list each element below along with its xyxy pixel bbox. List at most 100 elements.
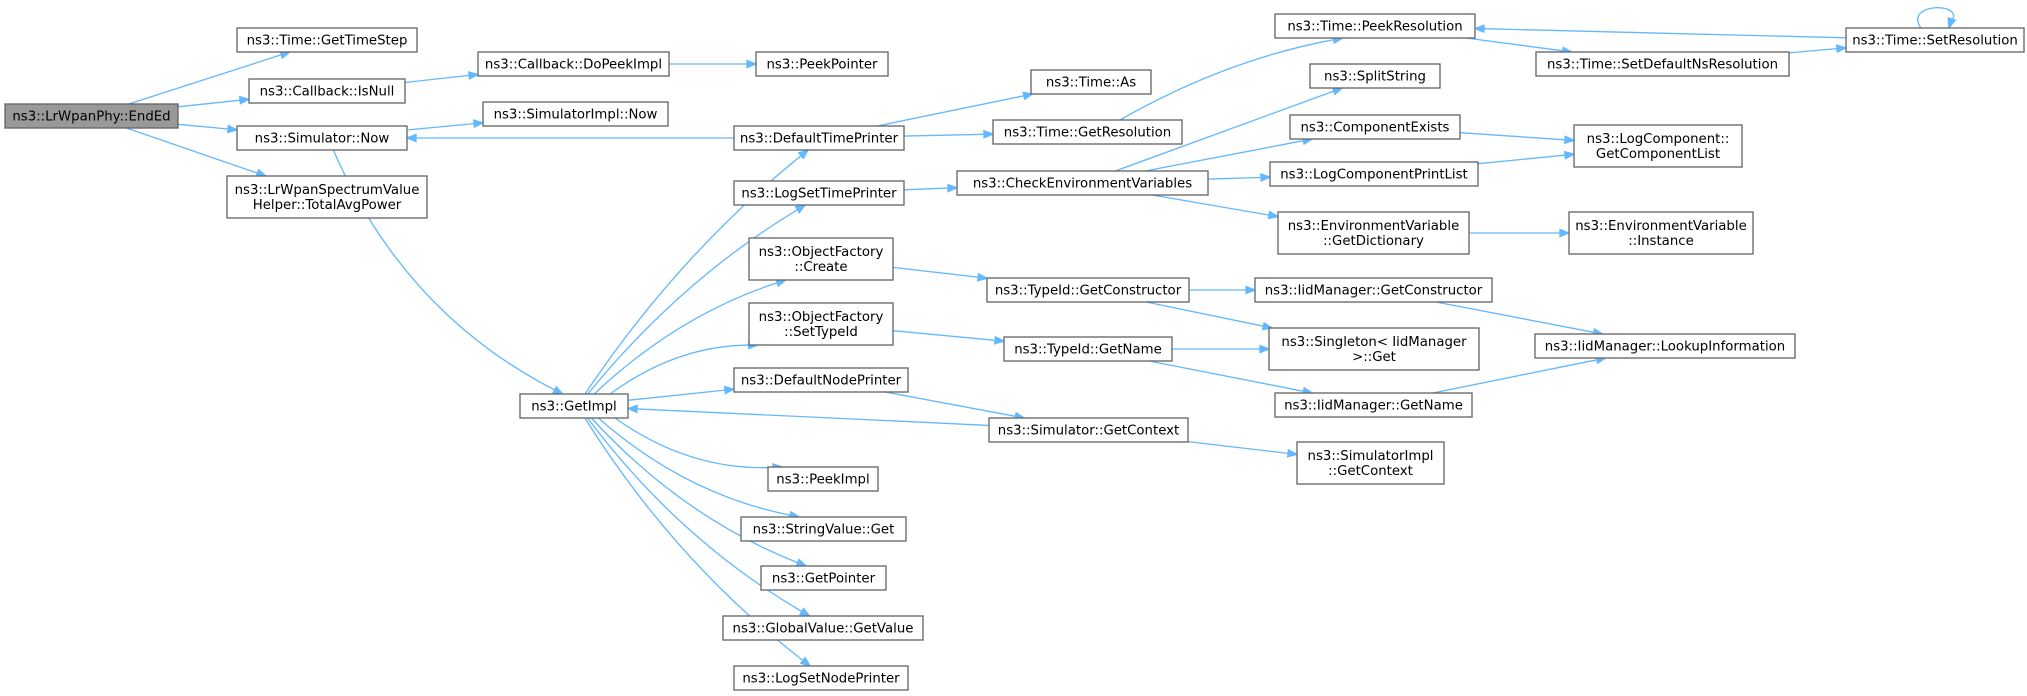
node-defaultTimePrinter[interactable]: ns3::DefaultTimePrinter xyxy=(733,125,905,151)
node-timeSetResolution[interactable]: ns3::Time::SetResolution xyxy=(1845,27,2025,53)
node-getTimeStep[interactable]: ns3::Time::GetTimeStep xyxy=(236,27,418,53)
node-box[interactable] xyxy=(733,367,909,393)
node-iidLookupInformation[interactable]: ns3::IidManager::LookupInformation xyxy=(1534,333,1796,359)
node-envVarGetDictionary[interactable]: ns3::EnvironmentVariable::GetDictionary xyxy=(1277,211,1470,255)
node-typeIdGetConstructor[interactable]: ns3::TypeId::GetConstructor xyxy=(986,277,1190,303)
node-getPointer[interactable]: ns3::GetPointer xyxy=(760,565,887,591)
edge-line xyxy=(892,266,979,278)
node-box[interactable] xyxy=(1845,27,2025,53)
node-componentExists[interactable]: ns3::ComponentExists xyxy=(1289,114,1461,140)
node-label: ns3::Time::GetResolution xyxy=(1004,126,1171,141)
edge-getImpl-to-globalValueGetValue xyxy=(586,417,812,617)
node-box[interactable] xyxy=(1269,161,1479,187)
node-box[interactable] xyxy=(733,665,909,691)
node-box[interactable] xyxy=(248,78,406,104)
node-box[interactable] xyxy=(1534,333,1796,359)
node-timePeekResolution[interactable]: ns3::Time::PeekResolution xyxy=(1274,13,1476,39)
node-box[interactable] xyxy=(1289,114,1461,140)
node-box[interactable] xyxy=(767,466,879,492)
node-box[interactable] xyxy=(760,565,887,591)
edge-getImpl-to-defaultNodePrinter xyxy=(627,385,736,401)
node-timeSetDefaultNsResolution[interactable]: ns3::Time::SetDefaultNsResolution xyxy=(1535,51,1790,77)
node-doPeekImpl[interactable]: ns3::Callback::DoPeekImpl xyxy=(477,51,670,77)
node-box[interactable] xyxy=(1274,392,1473,418)
edge-line xyxy=(1145,140,1304,172)
edge-line xyxy=(177,99,241,108)
node-box[interactable] xyxy=(236,27,418,53)
node-box[interactable] xyxy=(733,180,905,206)
node-iidGetConstructor[interactable]: ns3::IidManager::GetConstructor xyxy=(1254,277,1493,303)
node-box[interactable] xyxy=(1573,124,1743,168)
node-label: ns3::TypeId::GetConstructor xyxy=(995,284,1182,299)
node-simImplNow[interactable]: ns3::SimulatorImpl::Now xyxy=(482,101,669,127)
node-isNull[interactable]: ns3::Callback::IsNull xyxy=(248,78,406,104)
node-box[interactable] xyxy=(4,103,179,129)
node-logComponentGetComponentList[interactable]: ns3::LogComponent::GetComponentList xyxy=(1573,124,1743,168)
node-simGetContext[interactable]: ns3::Simulator::GetContext xyxy=(988,417,1189,443)
node-singletonGet[interactable]: ns3::Singleton< IidManager >::Get xyxy=(1268,327,1480,371)
node-box[interactable] xyxy=(1309,63,1441,89)
node-simImplGetContext[interactable]: ns3::SimulatorImpl::GetContext xyxy=(1296,441,1445,485)
node-box[interactable] xyxy=(755,51,889,77)
node-box[interactable] xyxy=(722,615,924,641)
edge-arrowhead xyxy=(1245,285,1257,295)
node-box[interactable] xyxy=(986,277,1190,303)
node-box[interactable] xyxy=(956,170,1209,196)
node-label: ns3::SimulatorImpl::Now xyxy=(494,108,658,123)
node-box[interactable] xyxy=(1296,441,1445,485)
node-getImpl[interactable]: ns3::GetImpl xyxy=(519,393,629,419)
edge-arrowhead xyxy=(746,59,758,69)
node-peekImpl[interactable]: ns3::PeekImpl xyxy=(767,466,879,492)
node-iidGetName[interactable]: ns3::IidManager::GetName xyxy=(1274,392,1473,418)
node-box[interactable] xyxy=(1535,51,1790,77)
node-box[interactable] xyxy=(236,125,408,151)
node-box[interactable] xyxy=(1254,277,1493,303)
edge-line xyxy=(1917,7,1955,29)
node-box[interactable] xyxy=(477,51,670,77)
node-box[interactable] xyxy=(1568,211,1754,255)
edge-line xyxy=(1187,440,1289,455)
node-logSetNodePrinter[interactable]: ns3::LogSetNodePrinter xyxy=(733,665,909,691)
node-box[interactable] xyxy=(1277,211,1470,255)
node-box[interactable] xyxy=(1268,327,1480,371)
node-logSetTimePrinter[interactable]: ns3::LogSetTimePrinter xyxy=(733,180,905,206)
node-endEd[interactable]: ns3::LrWpanPhy::EndEd xyxy=(4,103,179,129)
edge-arrowhead xyxy=(993,335,1006,345)
node-box[interactable] xyxy=(748,237,894,281)
node-defaultNodePrinter[interactable]: ns3::DefaultNodePrinter xyxy=(733,367,909,393)
node-typeIdGetName[interactable]: ns3::TypeId::GetName xyxy=(1003,336,1173,362)
node-label: ns3::Simulator::Now xyxy=(255,132,390,147)
node-box[interactable] xyxy=(740,516,907,542)
node-box[interactable] xyxy=(992,119,1183,145)
node-stringValueGet[interactable]: ns3::StringValue::Get xyxy=(740,516,907,542)
node-globalValueGetValue[interactable]: ns3::GlobalValue::GetValue xyxy=(722,615,924,641)
node-box[interactable] xyxy=(988,417,1189,443)
node-simNow[interactable]: ns3::Simulator::Now xyxy=(236,125,408,151)
edge-typeIdGetName-to-singletonGet xyxy=(1172,344,1271,354)
edge-line xyxy=(128,54,282,105)
node-box[interactable] xyxy=(733,125,905,151)
node-box[interactable] xyxy=(1030,69,1152,95)
node-timeGetResolution[interactable]: ns3::Time::GetResolution xyxy=(992,119,1183,145)
node-ofSetTypeId[interactable]: ns3::ObjectFactory::SetTypeId xyxy=(748,302,894,346)
node-totalAvgPower[interactable]: ns3::LrWpanSpectrumValueHelper::TotalAvg… xyxy=(226,175,428,219)
edge-arrowhead xyxy=(226,124,239,134)
node-splitString[interactable]: ns3::SplitString xyxy=(1309,63,1441,89)
node-box[interactable] xyxy=(519,393,629,419)
node-box[interactable] xyxy=(1003,336,1173,362)
node-label: ns3::LrWpanSpectrumValue xyxy=(235,183,420,198)
node-timeAs[interactable]: ns3::Time::As xyxy=(1030,69,1152,95)
node-box[interactable] xyxy=(482,101,669,127)
edge-arrowhead xyxy=(472,119,485,129)
node-box[interactable] xyxy=(1274,13,1476,39)
edge-arrowhead xyxy=(1947,16,1957,30)
node-checkEnvVars[interactable]: ns3::CheckEnvironmentVariables xyxy=(956,170,1209,196)
node-box[interactable] xyxy=(748,302,894,346)
node-box[interactable] xyxy=(226,175,428,219)
edge-ofCreate-to-typeIdGetConstructor xyxy=(892,266,989,282)
node-ofCreate[interactable]: ns3::ObjectFactory::Create xyxy=(748,237,894,281)
node-logComponentPrintList[interactable]: ns3::LogComponentPrintList xyxy=(1269,161,1479,187)
node-label: ns3::PeekPointer xyxy=(766,58,878,73)
node-envVarInstance[interactable]: ns3::EnvironmentVariable::Instance xyxy=(1568,211,1754,255)
node-peekPointer[interactable]: ns3::PeekPointer xyxy=(755,51,889,77)
